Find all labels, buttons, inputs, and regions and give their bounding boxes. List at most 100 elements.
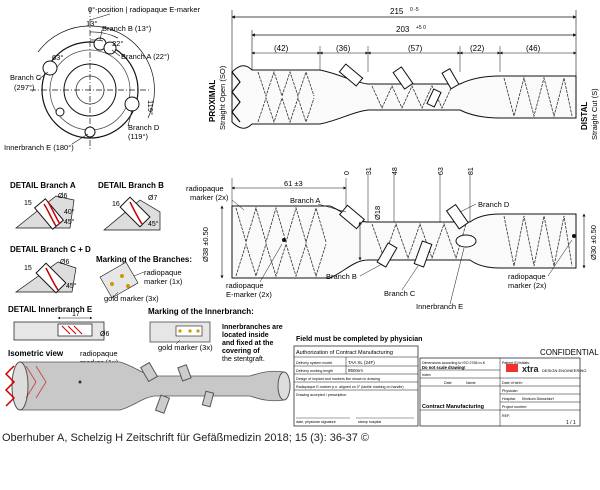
form-ref: REF: — [502, 414, 510, 418]
inner-note-3: and fixed at the — [222, 340, 273, 347]
main-branch-c — [413, 240, 433, 268]
form-row-1-value: TAA XL (24F) — [348, 360, 375, 365]
dim-203-label: 203 — [396, 25, 410, 34]
dim-203-tol: +5 0 — [416, 25, 426, 31]
iso-title: Isometric view — [8, 349, 64, 358]
branch-d-label: Branch D — [128, 123, 160, 132]
main-ring-1b — [235, 242, 327, 278]
distal-marker-label-1: radiopaque — [508, 272, 546, 281]
angle-arc-d — [89, 25, 155, 119]
form-contract-mfg: Contract Manufacturing — [422, 404, 484, 410]
angle-arc-c — [37, 25, 91, 53]
branch-b-label: Branch B (13°) — [102, 24, 152, 33]
branch-c-label: Branch C — [10, 73, 42, 82]
form-row-2: Delivery working length — [296, 369, 333, 373]
phi18-label: Ø18 — [373, 206, 382, 220]
detail-a-dim-45: 45° — [64, 218, 75, 226]
proximal-title: PROXIMAL — [208, 80, 217, 122]
main-branch-b-label: Branch B — [326, 272, 357, 281]
detail-cd-dim-15: 15 — [24, 265, 32, 272]
top-branch-c — [426, 88, 442, 108]
form-row-1: Delivery system model — [296, 361, 332, 365]
iso-branch-d — [201, 390, 215, 408]
dim-215-tol: 0 -5 — [410, 7, 419, 13]
branch-a-label: Branch A (22°) — [121, 52, 170, 61]
main-branch-a-label: Branch A — [290, 196, 320, 205]
form-sig-right: stamp hospital — [358, 420, 381, 424]
inner-note-5: the stentgraft. — [222, 356, 265, 363]
inner-dim-17: 17 — [72, 311, 80, 318]
marking-branches: Marking of the Branches: radiopaque mark… — [96, 255, 192, 303]
detail-a-dim-15: 15 — [24, 200, 32, 207]
detail-a-dim-40: 40° — [64, 208, 75, 216]
zero-leader — [89, 13, 111, 21]
inner-note-2: located inside — [222, 332, 269, 339]
form-left-box — [293, 345, 419, 427]
isometric-view: Isometric view — [4, 349, 291, 414]
distal-marker-label-2: marker (2x) — [508, 281, 547, 290]
inner-dim-phi6: Ø6 — [100, 331, 109, 338]
branch-d-leader — [127, 109, 133, 127]
form-brand-sub: DESIGN ENGINEERING — [542, 368, 586, 373]
detail-b-dim-phi7: Ø7 — [148, 195, 157, 202]
detail-a-title: DETAIL Branch A — [10, 181, 76, 190]
form-sheet: 1 / 1 — [566, 420, 576, 426]
innerbranch-e-leader — [71, 133, 89, 145]
main-branch-c-label: Branch C — [384, 289, 416, 298]
detail-branch-a: DETAIL Branch A 15 Ø6 40° 45° — [10, 181, 76, 230]
angle-c-label: 63° — [52, 53, 63, 62]
brand-logo-icon — [506, 364, 518, 372]
form-physician: Physician: — [502, 389, 518, 393]
form-row-4: Radiopaque E-marker p.n. aligned on 0° (… — [296, 385, 404, 389]
form-date-of-birth: Date of birth: — [502, 381, 523, 385]
form-must-complete: Field must be completed by physician — [296, 336, 422, 343]
form-index: Index — [422, 373, 431, 377]
dim-215-label: 215 — [390, 7, 404, 16]
tick-0: 0 — [344, 171, 351, 175]
form-dim-note: Dimensions according to ISO 2768 m-K — [422, 361, 486, 365]
form-row-5: Drawing accepted / prescription — [296, 393, 346, 397]
tick-31: 31 — [366, 167, 373, 175]
distal-sub: Straight Cut (S) — [590, 88, 599, 140]
detail-branch-b: DETAIL Branch B 16 Ø7 45° — [98, 181, 164, 231]
detail-cd-title: DETAIL Branch C + D — [10, 245, 91, 254]
main-side-view: 0 31 48 63 81 61 ±3 Ø38 ±0.50 Ø18 Ø30 ±0… — [186, 167, 598, 311]
tick-48: 48 — [392, 167, 399, 175]
detail-b-title: DETAIL Branch B — [98, 181, 164, 190]
top-stent-body — [231, 65, 577, 129]
form-hospital-value: Klinikum Düsseldorf — [522, 397, 554, 401]
branch-b-leader — [99, 29, 103, 41]
tick-63: 63 — [438, 167, 445, 175]
proximal-crowns — [231, 71, 241, 123]
form-date: Date — [444, 381, 452, 385]
radiopaque-label: radiopaque — [186, 184, 224, 193]
form-row-2-value: 950mm — [348, 368, 363, 373]
inner-radiopaque: radiopaque — [80, 349, 118, 358]
tick-81: 81 — [468, 167, 475, 175]
top-branch-a — [338, 63, 364, 87]
e-marker-dot — [282, 238, 286, 242]
top-side-view: 215 0 -5 203 +5 0 (42) (36) (57) (22) (4… — [208, 7, 599, 140]
innerbranch-e-label: Innerbranch E (180°) — [4, 143, 74, 152]
branch-c-deg-label: (297°) — [14, 83, 35, 92]
figure-caption: Oberhuber A, Schelzig H Zeitschrift für … — [2, 432, 369, 444]
small-boss — [55, 107, 65, 117]
marking-inner-title: Marking of the Innerbranch: — [148, 307, 254, 316]
angle-arc-a — [89, 31, 119, 39]
detail-branch-cd: DETAIL Branch C + D 15 Ø6 45° — [10, 245, 91, 294]
proximal-sub: Straight Open (SO) — [218, 65, 227, 130]
marking-inner-gold: gold marker (3x) — [158, 343, 213, 352]
branch-c-leader — [37, 71, 49, 81]
cross-section-view: 0°-position | radiopaque E-marker 13° Br… — [4, 5, 201, 152]
distal-title: DISTAL — [580, 102, 589, 130]
seg-label-4: (22) — [470, 44, 485, 53]
angle-d-label: 119° — [146, 100, 155, 115]
main-ring-1 — [235, 206, 327, 244]
branch-d-boss — [124, 96, 140, 112]
top-ring-1 — [257, 70, 315, 98]
form-row-3: Design of implant and markers like shown… — [296, 377, 380, 381]
form-brand: xtra — [522, 364, 540, 374]
angle-arc-b — [89, 39, 104, 42]
form-confidential: CONFIDENTIAL — [540, 348, 599, 357]
